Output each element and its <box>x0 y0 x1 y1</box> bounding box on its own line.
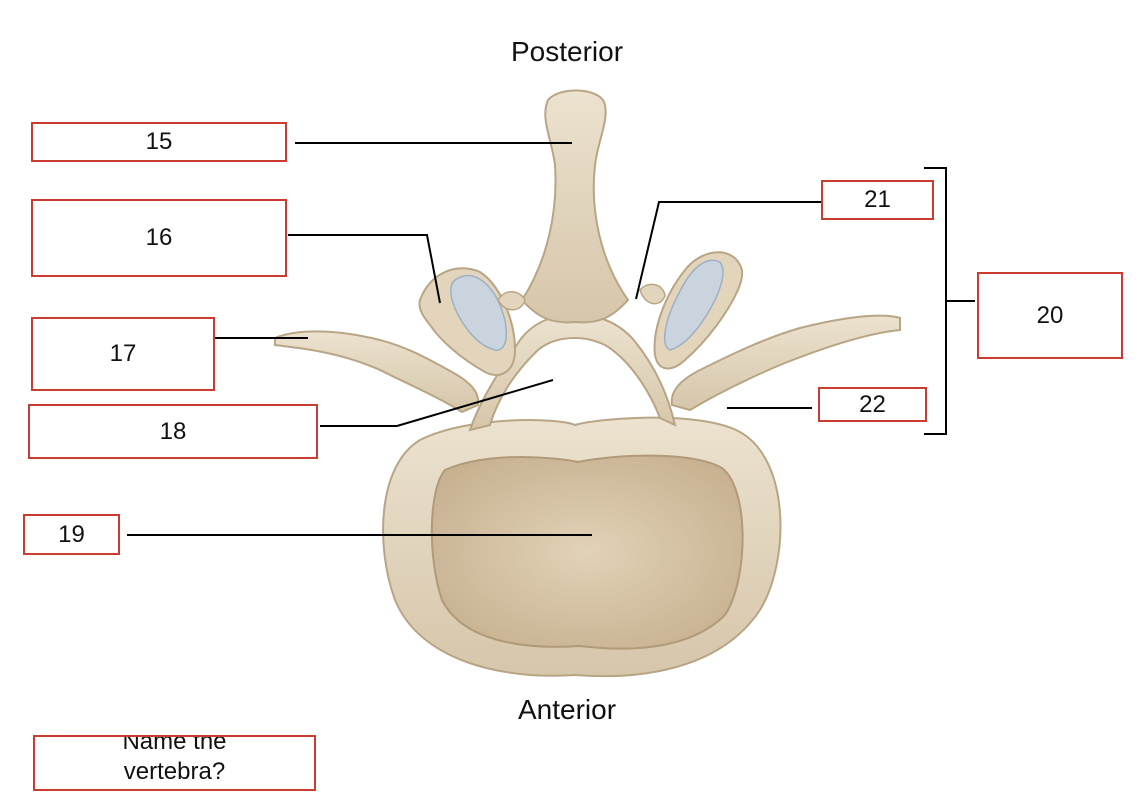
answer-box-16[interactable]: 16 <box>31 199 287 277</box>
answer-box-20[interactable]: 20 <box>977 272 1123 359</box>
answer-box-22[interactable]: 22 <box>818 387 927 422</box>
anterior-label: Anterior <box>518 694 617 725</box>
answer-box-18[interactable]: 18 <box>28 404 318 459</box>
leader-lines <box>127 142 975 536</box>
vertebral-arch <box>468 315 677 432</box>
name-the-vertebra-box[interactable]: Name the vertebra? <box>33 735 316 791</box>
leader-16 <box>288 234 441 304</box>
leader-21 <box>635 201 822 300</box>
answer-box-17[interactable]: 17 <box>31 317 215 391</box>
left-transverse-process <box>274 330 480 414</box>
answer-box-15[interactable]: 15 <box>31 122 287 162</box>
leader-18 <box>320 379 554 427</box>
answer-box-19[interactable]: 19 <box>23 514 120 555</box>
posterior-label: Posterior <box>511 36 624 67</box>
name-the-vertebra-question: Name the vertebra? <box>122 735 227 785</box>
left-articular-facet <box>450 274 507 351</box>
answer-box-21[interactable]: 21 <box>821 180 934 220</box>
right-articular-facet <box>663 259 724 351</box>
left-mammillary-process <box>497 291 526 311</box>
vertebral-body-inner <box>430 454 744 650</box>
spinous-process <box>520 89 630 324</box>
right-transverse-process <box>670 314 901 412</box>
right-mammillary-process <box>639 283 666 305</box>
